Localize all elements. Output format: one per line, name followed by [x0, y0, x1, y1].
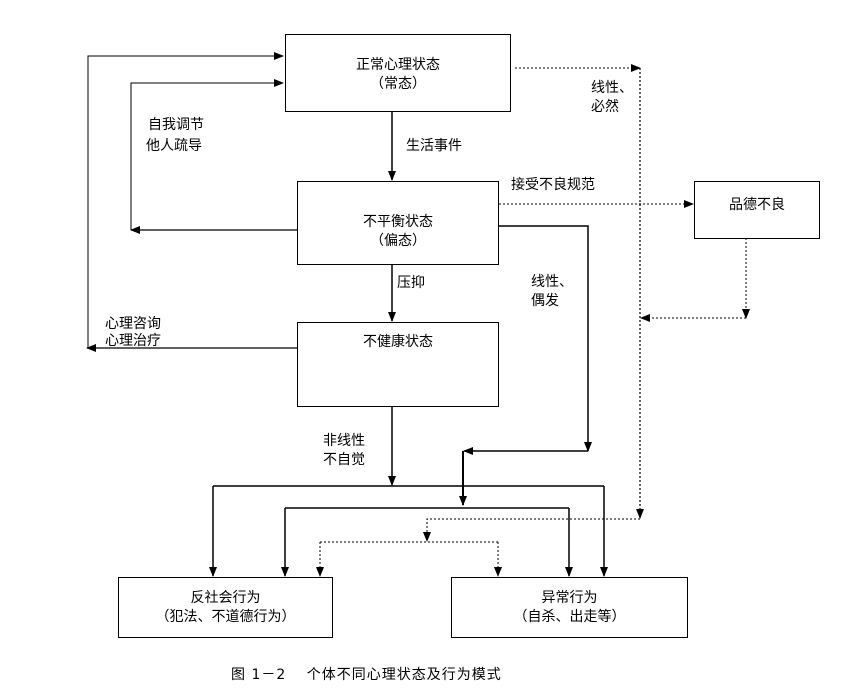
node-bad-morality: 品德不良 [694, 181, 820, 239]
label-nonlinear-1: 非线性 [323, 433, 365, 449]
node-abnormal-behavior: 异常行为 （自杀、出走等） [451, 577, 688, 638]
label-linear-inevitable-2: 必然 [591, 99, 619, 115]
label-linear-accidental-1: 线性、 [531, 274, 573, 290]
label-accept-bad-norms: 接受不良规范 [511, 177, 595, 193]
edge-dotted-distribution [423, 518, 640, 542]
edge-linear-accidental [499, 225, 592, 452]
label-linear-accidental-2: 偶发 [531, 293, 559, 309]
node-antisocial-subtitle: （犯法、不道德行为） [155, 609, 296, 625]
label-counseling-2: 心理治疗 [105, 333, 161, 349]
node-abnormal-title: 异常行为 [541, 590, 598, 606]
label-counseling-1: 心理咨询 [105, 316, 161, 332]
node-antisocial-behavior: 反社会行为 （犯法、不道德行为） [118, 577, 333, 638]
node-normal-state: 正常心理状态 （常态） [285, 34, 511, 112]
edge-counseling [87, 52, 284, 348]
label-repress: 压抑 [397, 275, 425, 291]
node-unhealthy-state: 不健康状态 [297, 322, 499, 407]
node-abnormal-subtitle: （自杀、出走等） [513, 609, 626, 625]
edge-self-adjust [130, 79, 284, 230]
figure-caption: 图 1－2 个体不同心理状态及行为模式 [231, 667, 502, 683]
node-imbalance-title: 不平衡状态 [363, 214, 433, 230]
node-imbalance-state: 不平衡状态 （偏态） [297, 181, 499, 265]
node-antisocial-title: 反社会行为 [190, 590, 261, 606]
label-life-events: 生活事件 [406, 138, 462, 154]
label-self-adjust-1: 自我调节 [148, 117, 204, 133]
label-linear-inevitable-1: 线性、 [591, 80, 633, 96]
label-nonlinear-2: 不自觉 [323, 452, 365, 468]
node-bad-morality-title: 品德不良 [729, 197, 785, 213]
label-self-adjust-2: 他人疏导 [146, 138, 202, 154]
node-normal-subtitle: （常态） [370, 76, 426, 92]
node-imbalance-subtitle: （偏态） [370, 233, 426, 249]
node-normal-title: 正常心理状态 [356, 57, 440, 73]
node-unhealthy-title: 不健康状态 [363, 334, 433, 350]
